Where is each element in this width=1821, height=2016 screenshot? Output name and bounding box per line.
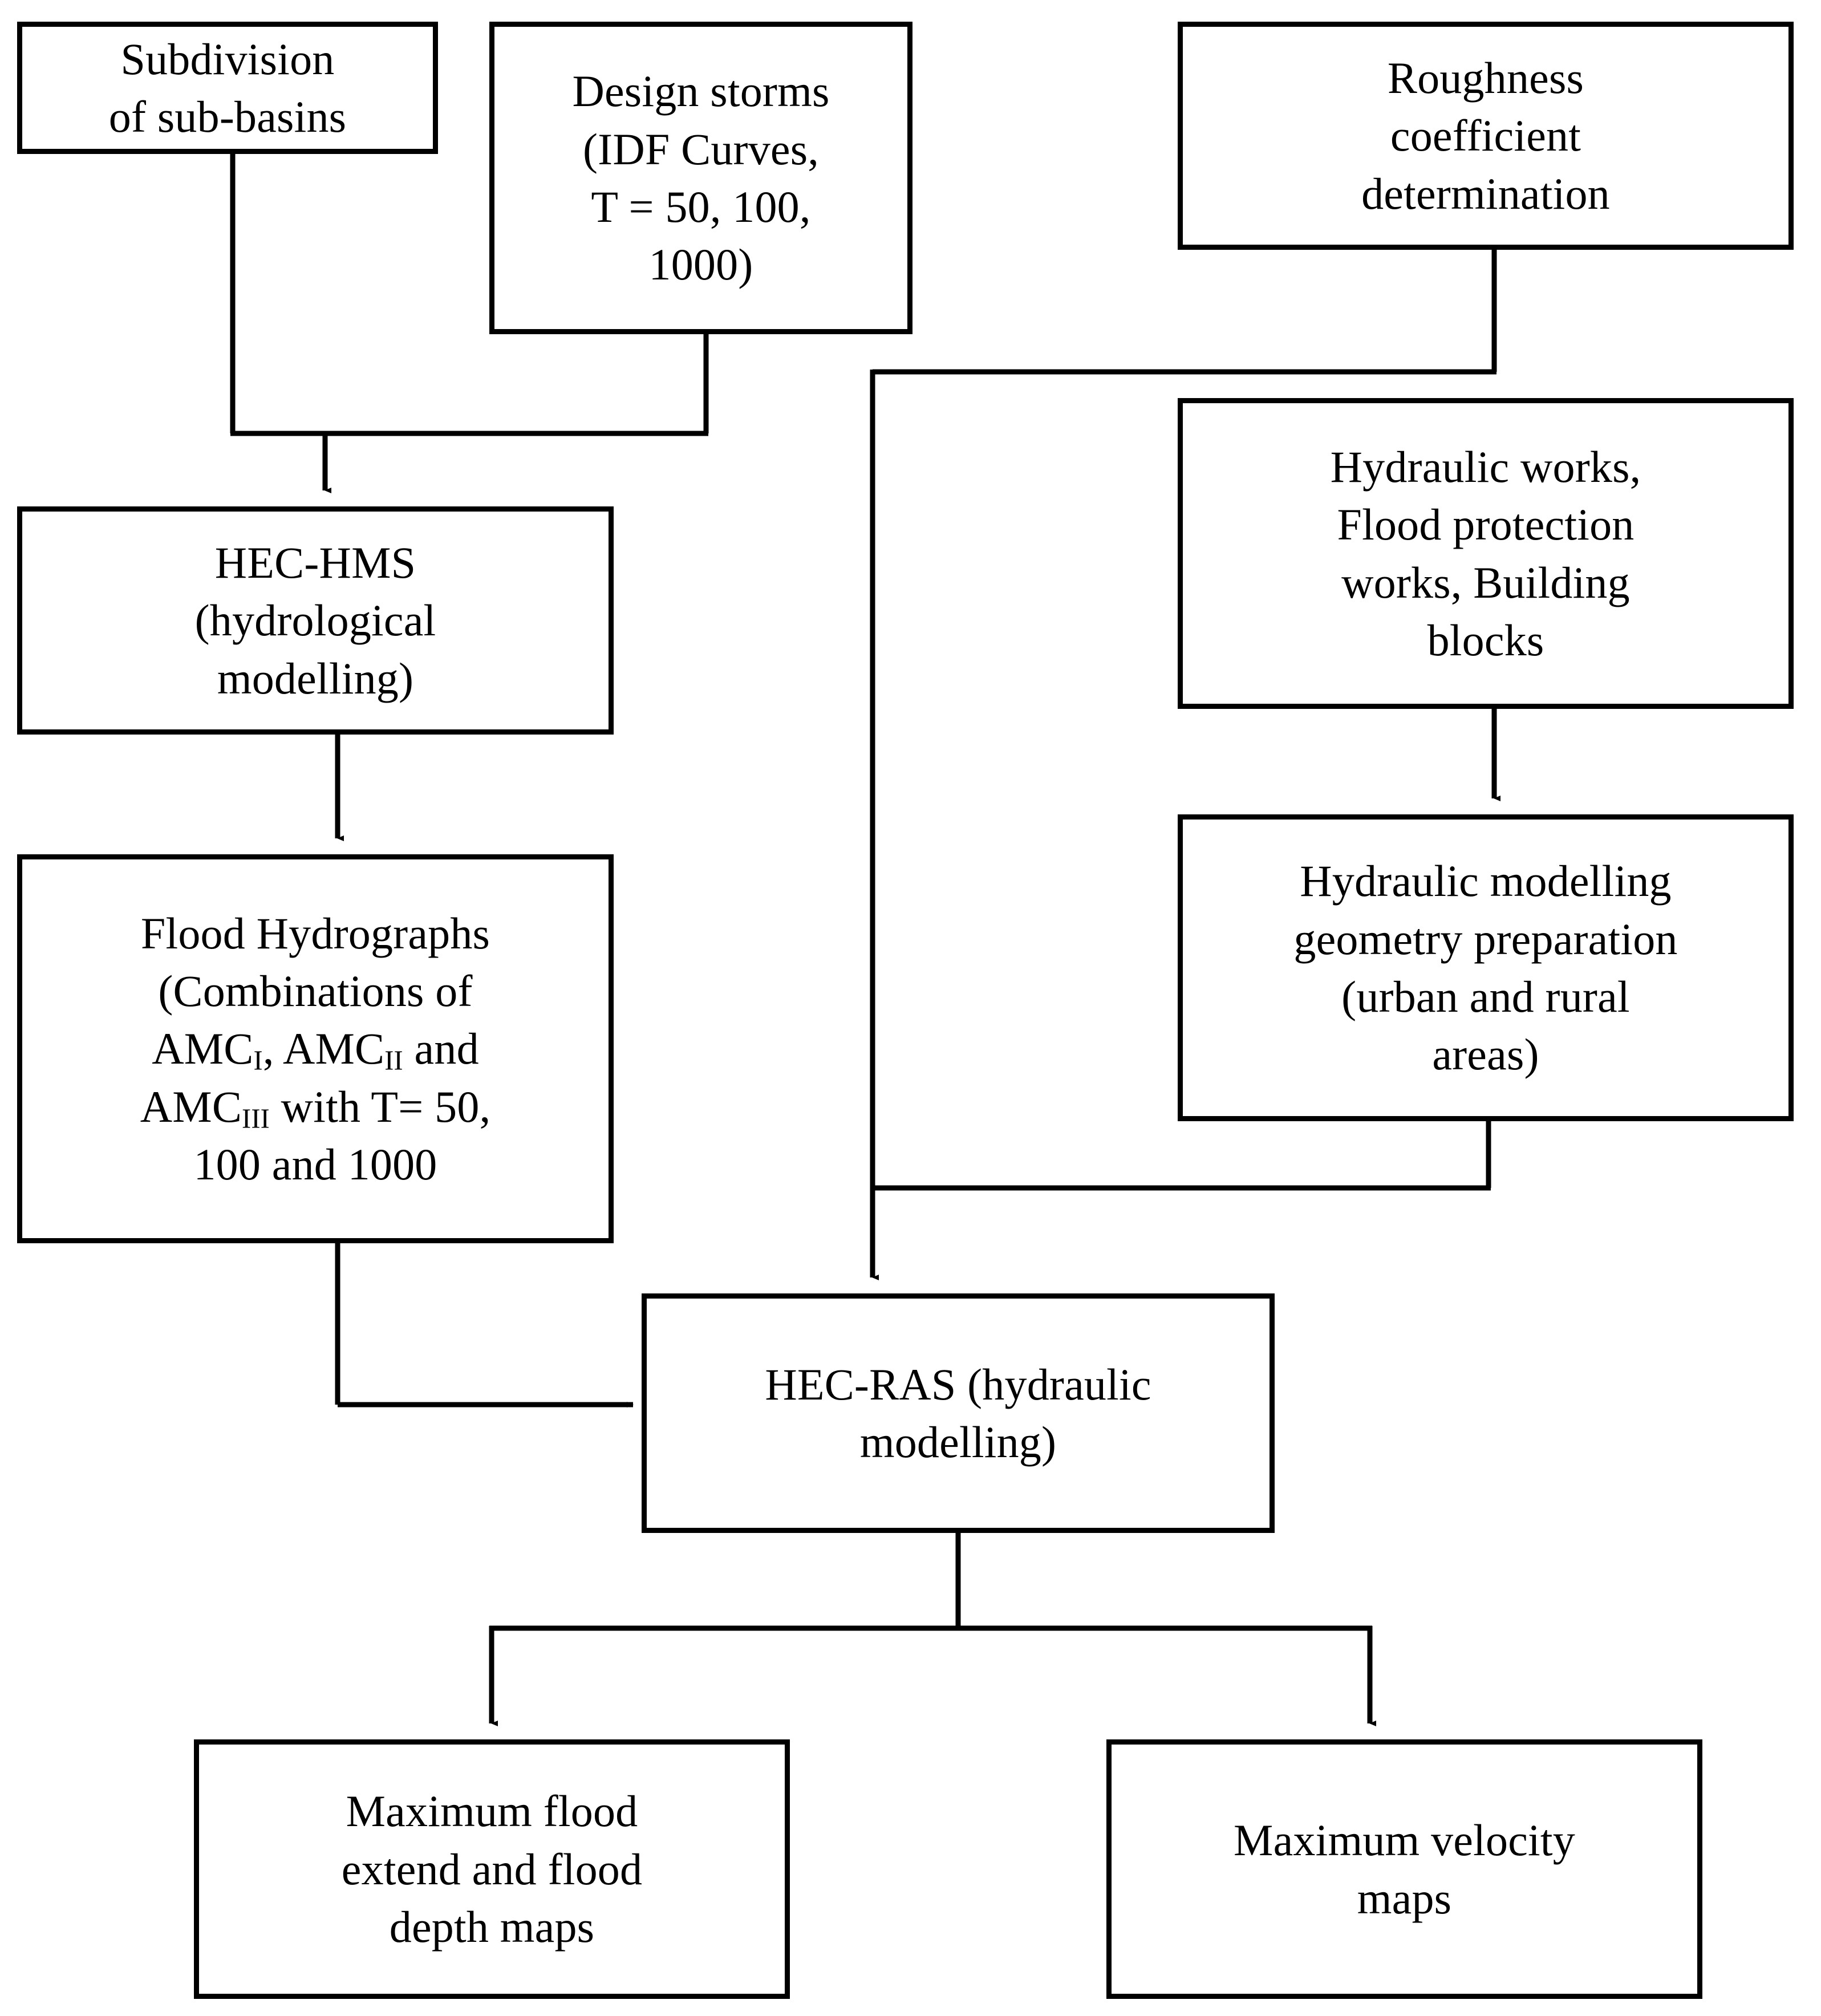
edge-hydrographs-to-ras bbox=[335, 1243, 634, 1407]
node-geometry-preparation[interactable]: Hydraulic modelling geometry preparation… bbox=[1178, 814, 1794, 1121]
node-hec-ras[interactable]: HEC-RAS (hydraulic modelling) bbox=[642, 1293, 1275, 1533]
node-subdivision-label: Subdivision of sub-basins bbox=[108, 34, 347, 141]
node-hec-ras-label: HEC-RAS (hydraulic modelling) bbox=[765, 1359, 1151, 1467]
node-max-flood-maps-label: Maximum flood extend and flood depth map… bbox=[341, 1786, 643, 1952]
node-roughness-coefficient-label: Roughness coefficient determination bbox=[1361, 52, 1610, 218]
node-hec-hms-label: HEC-HMS (hydrological modelling) bbox=[194, 537, 436, 703]
node-hydraulic-works[interactable]: Hydraulic works, Flood protection works,… bbox=[1178, 398, 1794, 709]
edge-geometry-to-ras bbox=[870, 1121, 1491, 1191]
node-max-flood-maps[interactable]: Maximum flood extend and flood depth map… bbox=[194, 1739, 790, 1999]
node-max-velocity-maps[interactable]: Maximum velocity maps bbox=[1106, 1739, 1702, 1999]
node-design-storms[interactable]: Design storms (IDF Curves, T = 50, 100, … bbox=[489, 22, 912, 334]
node-hec-hms[interactable]: HEC-HMS (hydrological modelling) bbox=[17, 506, 614, 735]
node-subdivision[interactable]: Subdivision of sub-basins bbox=[17, 22, 438, 154]
node-roughness-coefficient[interactable]: Roughness coefficient determination bbox=[1178, 22, 1794, 250]
node-hydraulic-works-label: Hydraulic works, Flood protection works,… bbox=[1330, 441, 1641, 665]
node-geometry-preparation-label: Hydraulic modelling geometry preparation… bbox=[1293, 856, 1678, 1080]
node-design-storms-label: Design storms (IDF Curves, T = 50, 100, … bbox=[572, 66, 830, 290]
node-max-velocity-maps-label: Maximum velocity maps bbox=[1234, 1815, 1575, 1923]
edge-ras-to-outputs bbox=[489, 1533, 1376, 1726]
